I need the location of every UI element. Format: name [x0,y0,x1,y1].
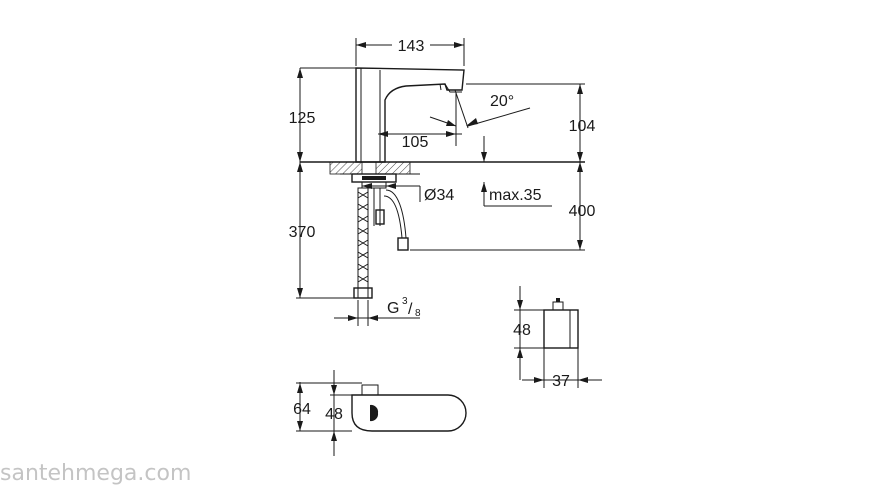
countertop-section [329,161,420,226]
dim-spout-angle: 20° [429,93,531,127]
faucet-plan-view [351,384,467,432]
dim-cable-length-label: 400 [569,203,596,220]
control-box [543,298,579,349]
dim-plan-outer-label: 64 [293,401,311,418]
dim-hose-length-label: 370 [289,224,316,241]
water-hose [353,187,373,299]
dim-spout-height-label: 104 [569,118,596,135]
dim-spout-reach-label: 105 [402,134,429,151]
dim-body-height-label: 125 [289,110,316,127]
sensor-cable [383,189,409,251]
dim-thread: G 3 / 8 [334,296,421,326]
dim-deck-thickness: max.35 [481,182,552,207]
dim-thread-slash: / [408,301,413,318]
dim-box-height-label: 48 [513,322,531,339]
dim-thread-denominator: 8 [415,308,421,319]
dim-plan-inner-label: 48 [325,406,343,423]
dim-cable-length: 400 [410,162,596,251]
dim-deck-thickness-label: max.35 [489,187,542,204]
dim-body-height: 125 [289,68,316,162]
dim-spout-angle-label: 20° [490,93,514,110]
dim-hole-diameter: Ø34 [362,183,454,204]
dim-top-width-label: 143 [398,38,425,55]
dim-box-width: 37 [522,348,602,390]
dim-thread-numerator: 3 [402,296,408,307]
dim-spout-height: 104 [466,83,596,162]
dim-spout-reach: 105 [378,92,462,151]
dim-top-width: 143 [355,36,465,66]
dim-hose-length: 370 [289,162,354,299]
watermark-text: santehmega.com [0,461,191,486]
dim-box-height: 48 [513,286,544,380]
dim-box-width-label: 37 [552,373,570,390]
faucet-side-view [300,67,585,163]
dim-plan-inner: 48 [325,370,352,456]
dim-thread-prefix: G [387,300,399,317]
dim-plan-outer: 64 [293,382,362,432]
dim-hole-diameter-label: Ø34 [424,187,454,204]
